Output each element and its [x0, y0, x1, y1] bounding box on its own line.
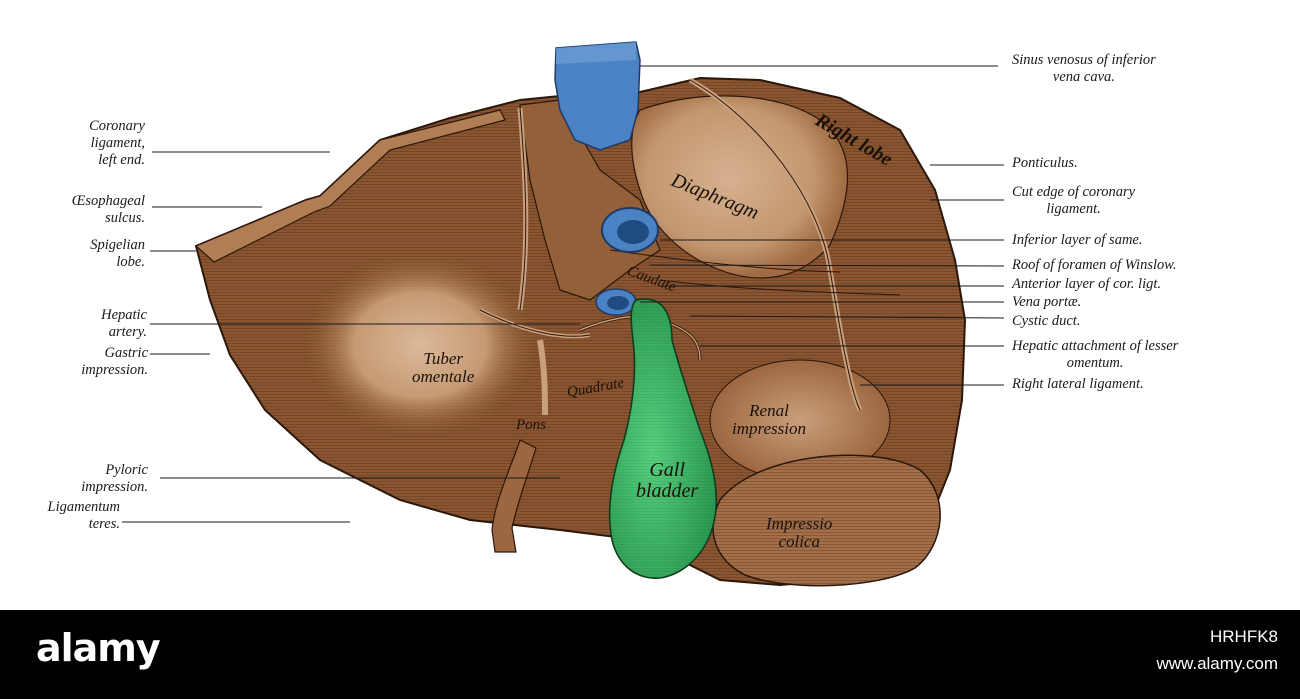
liver-illustration — [122, 41, 1005, 587]
diaphragm-area — [631, 95, 848, 279]
label-line: Sinus venosus of inferior — [1012, 52, 1156, 68]
label-hepatic-artery: Hepatic artery. — [101, 307, 147, 341]
label-line: impression. — [81, 479, 148, 495]
label-right-lateral-ligament: Right lateral ligament. — [1012, 376, 1144, 393]
label-inferior-layer: Inferior layer of same. — [1012, 232, 1142, 249]
leader-lines-left — [122, 151, 580, 523]
label-cystic-duct: Cystic duct. — [1012, 313, 1080, 330]
ligamentum-teres — [491, 439, 537, 553]
label-line: sulcus. — [105, 210, 145, 226]
label-coronary-ligament: Coronary ligament, left end. — [89, 118, 145, 169]
organ-label-renal-impression: Renal impression — [732, 402, 806, 438]
organ-line: Tuber — [423, 349, 463, 368]
label-line: Vena portæ. — [1012, 294, 1082, 310]
label-line: vena cava. — [1052, 69, 1115, 85]
label-line: artery. — [108, 324, 147, 340]
label-pyloric-impression: Pyloric impression. — [81, 462, 148, 496]
tuber-omentale-region — [300, 250, 540, 440]
label-line: Œsophageal — [71, 193, 145, 209]
label-line: Cystic duct. — [1012, 313, 1081, 329]
hepatic-artery-vessel — [537, 339, 548, 416]
organ-line: Renal — [749, 401, 789, 420]
organ-line: Impressio — [766, 514, 833, 533]
label-line: ligament. — [1046, 201, 1101, 217]
label-line: omentum. — [1066, 355, 1124, 371]
label-line: Right lateral ligament. — [1012, 376, 1144, 392]
label-line: Inferior layer of same. — [1012, 232, 1143, 248]
label-line: Hepatic — [101, 307, 147, 323]
label-cut-edge-coronary: Cut edge of coronary ligament. — [1012, 184, 1135, 218]
label-ponticulus: Ponticulus. — [1012, 155, 1078, 172]
organ-line: colica — [778, 531, 820, 551]
label-line: Gastric — [104, 345, 149, 361]
image-id: HRHFK8 — [1209, 627, 1278, 646]
vena-cava — [554, 41, 641, 151]
label-line: Spigelian — [90, 237, 145, 253]
label-hepatic-attachment: Hepatic attachment of lesser omentum. — [1012, 338, 1178, 372]
label-vena-portae: Vena portæ. — [1012, 294, 1081, 311]
organ-line: impression — [732, 418, 806, 438]
label-line: Ponticulus. — [1012, 155, 1078, 171]
label-ligamentum-teres: Ligamentum teres. — [48, 499, 121, 533]
label-line: Cut edge of coronary — [1012, 184, 1136, 200]
organ-label-tuber-omentale: Tuber omentale — [412, 350, 474, 386]
label-line: impression. — [81, 362, 148, 378]
label-sinus-venosus: Sinus venosus of inferior vena cava. — [1012, 52, 1156, 86]
organ-line: omentale — [412, 366, 475, 386]
coronary-ligament-strip — [194, 109, 506, 263]
organ-line: bladder — [636, 480, 699, 502]
organ-line: Gall — [649, 459, 685, 481]
label-line: teres. — [88, 516, 120, 532]
label-line: Hepatic attachment of lesser — [1012, 338, 1179, 354]
leader-lines-right — [640, 65, 1005, 386]
organ-label-pons: Pons — [516, 417, 546, 433]
label-line: Anterior layer of cor. ligt. — [1012, 276, 1162, 292]
stock-footer-bar — [0, 610, 1300, 699]
label-line: Pyloric — [105, 462, 148, 478]
label-spigelian-lobe: Spigelian lobe. — [90, 237, 145, 271]
label-line: lobe. — [116, 254, 145, 270]
label-line: Ligamentum — [47, 499, 121, 515]
label-line: Coronary — [89, 118, 145, 134]
label-anterior-layer: Anterior layer of cor. ligt. — [1012, 276, 1161, 293]
label-roof-foramen: Roof of foramen of Winslow. — [1012, 257, 1176, 274]
label-line: ligament, — [90, 135, 145, 151]
organ-label-impressio-colica: Impressio colica — [766, 515, 832, 551]
organ-label-gall-bladder: Gall bladder — [636, 460, 698, 502]
label-line: Roof of foramen of Winslow. — [1012, 257, 1177, 273]
label-gastric-impression: Gastric impression. — [81, 345, 148, 379]
alamy-logo: alamy — [36, 626, 161, 670]
site-url: www.alamy.com — [1156, 654, 1278, 673]
label-oesophageal-sulcus: Œsophageal sulcus. — [72, 193, 145, 227]
label-line: left end. — [98, 152, 145, 168]
